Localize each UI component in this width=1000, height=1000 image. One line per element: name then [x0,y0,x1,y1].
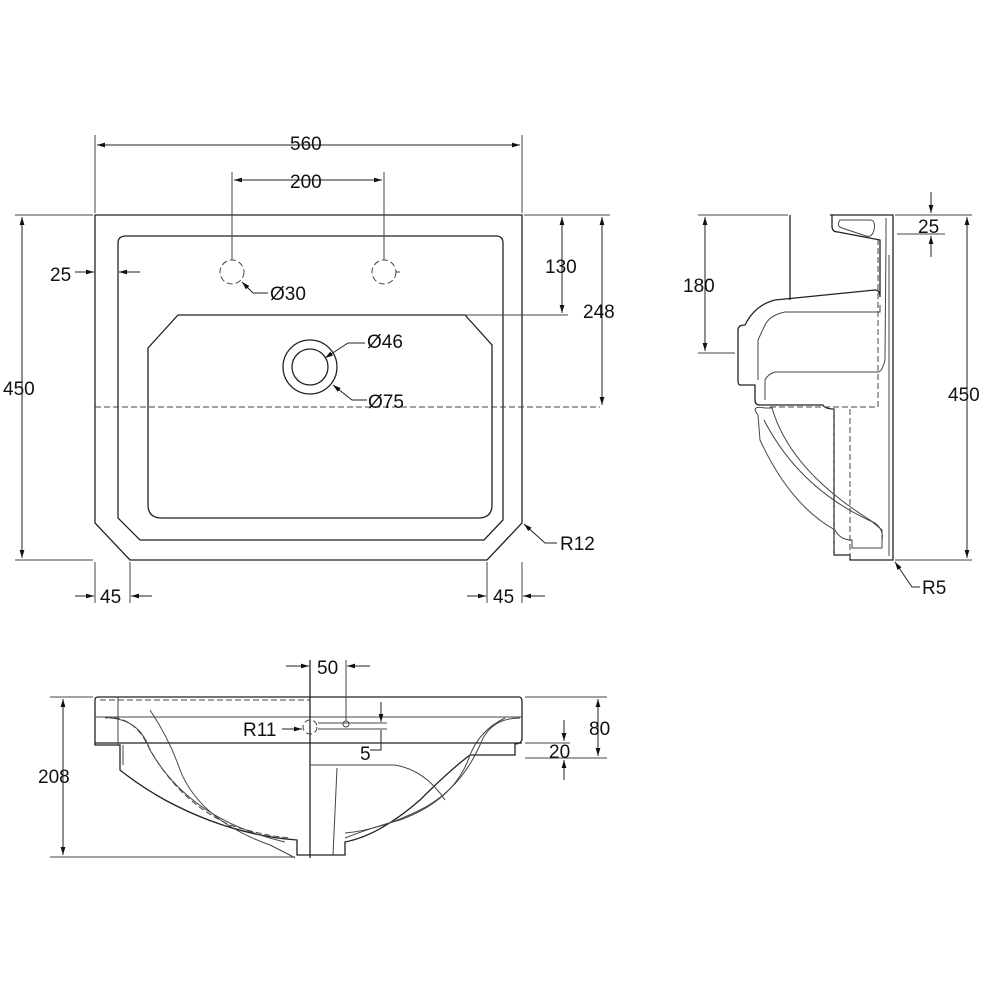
dim-chamfer-right: 45 [493,587,514,608]
dim-waste-height: 180 [683,276,715,297]
dim-rim-offset: 25 [50,265,71,286]
basin-outline [94,214,523,561]
dim-total-height: 208 [38,767,70,788]
side-outline [737,214,894,561]
dim-width: 560 [290,134,322,155]
dim-side-depth: 450 [948,385,980,406]
label-side-radius: R5 [922,578,946,599]
label-waste-diameter: Ø46 [367,332,403,353]
dim-depth: 450 [3,379,35,400]
dim-tap-from-back: 130 [545,257,577,278]
side-view: 180 25 450 R5 [683,192,980,599]
overflow-hole-small [342,720,350,728]
label-tap-diameter: Ø30 [270,284,306,305]
tap-hole-left [219,259,245,285]
dim-rim-height: 80 [589,719,610,740]
dim-overflow-gap: 5 [360,744,371,765]
front-view: 208 50 R11 5 80 20 [38,658,610,859]
dim-tap-spacing: 200 [290,172,322,193]
dim-step-height: 20 [549,742,570,763]
label-waste-outer-diameter: Ø75 [368,392,404,413]
label-overflow-radius: R11 [243,720,276,741]
waste-outer [282,339,338,395]
plan-view: 560 200 25 450 130 248 Ø30 Ø46 Ø75 [3,134,615,608]
dim-overflow-offset: 50 [317,658,338,679]
bowl-outline [147,314,493,519]
dim-chamfer-left: 45 [100,587,121,608]
dim-waste-from-back: 248 [583,302,615,323]
rim-inner [117,235,504,541]
waste-inner [291,348,329,386]
overflow-hole-large [302,719,318,735]
dim-top-rim: 25 [918,217,939,238]
front-outline [94,696,523,856]
tap-hole-right [371,259,397,285]
label-corner-radius: R12 [560,534,595,555]
